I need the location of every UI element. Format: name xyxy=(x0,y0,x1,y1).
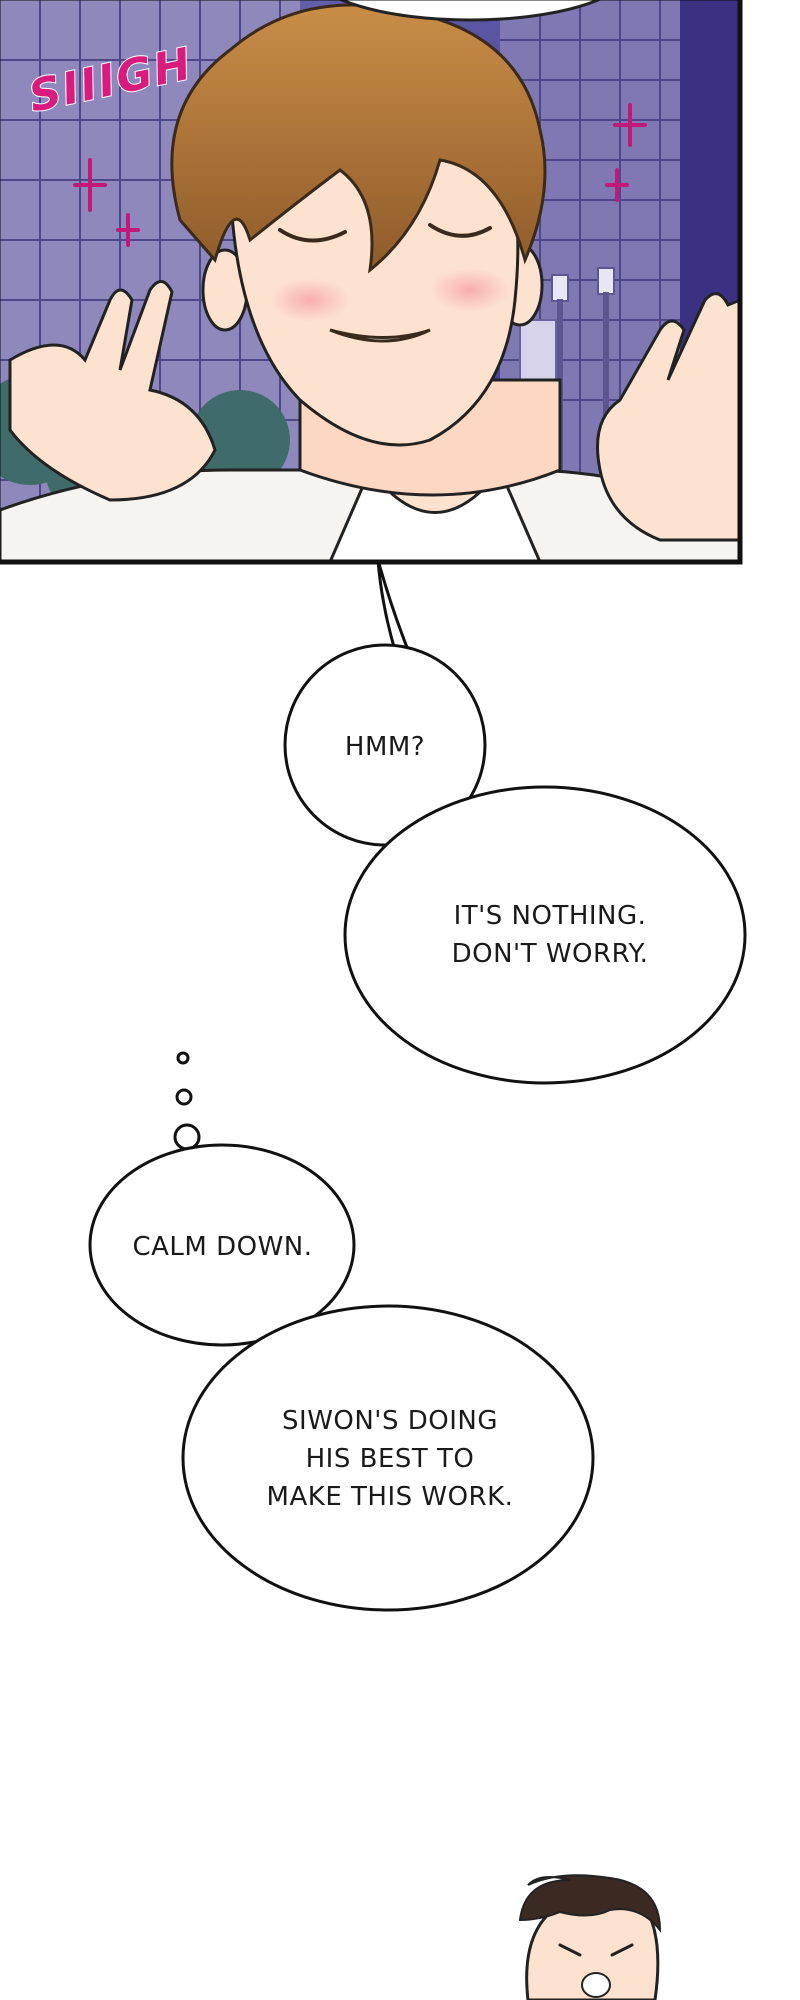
bubble-text-hmm: HMM? xyxy=(305,728,465,766)
thought-dot-large xyxy=(173,1123,201,1151)
closed-eye-left xyxy=(278,228,347,243)
character-hair xyxy=(170,3,547,274)
nothing-line-2: DON'T WORRY. xyxy=(451,939,649,969)
siwon-line-3: MAKE THIS WORK. xyxy=(266,1482,514,1512)
smile xyxy=(329,328,431,343)
bottom-character xyxy=(518,1874,662,2000)
thought-bubble-siwon xyxy=(181,1304,595,1612)
street-lamp xyxy=(551,267,615,481)
sparkle-icon xyxy=(73,103,647,247)
hand-right xyxy=(596,292,740,542)
speech-bubble-nothing xyxy=(343,785,747,1085)
hand-left xyxy=(8,280,217,502)
thought-dot-small xyxy=(176,1051,190,1065)
siwon-line-1: SIWON'S DOING xyxy=(282,1406,498,1436)
bubble-edge-top xyxy=(338,0,602,22)
siwon-line-2: HIS BEST TO xyxy=(305,1444,475,1474)
calm-line: CALM DOWN. xyxy=(132,1232,313,1262)
thought-dot-medium xyxy=(175,1088,193,1106)
bubble-text-calm: CALM DOWN. xyxy=(110,1228,335,1266)
hmm-line: HMM? xyxy=(344,732,426,762)
bubble-text-nothing: IT'S NOTHING. DON'T WORRY. xyxy=(410,897,690,973)
thought-bubble-calm xyxy=(88,1143,356,1347)
bubble-text-siwon: SIWON'S DOING HIS BEST TO MAKE THIS WORK… xyxy=(230,1402,550,1516)
bottom-character-hair xyxy=(518,1874,662,1933)
panel-border xyxy=(0,0,743,565)
closed-eye-right xyxy=(428,223,492,238)
nothing-line-1: IT'S NOTHING. xyxy=(453,901,647,931)
